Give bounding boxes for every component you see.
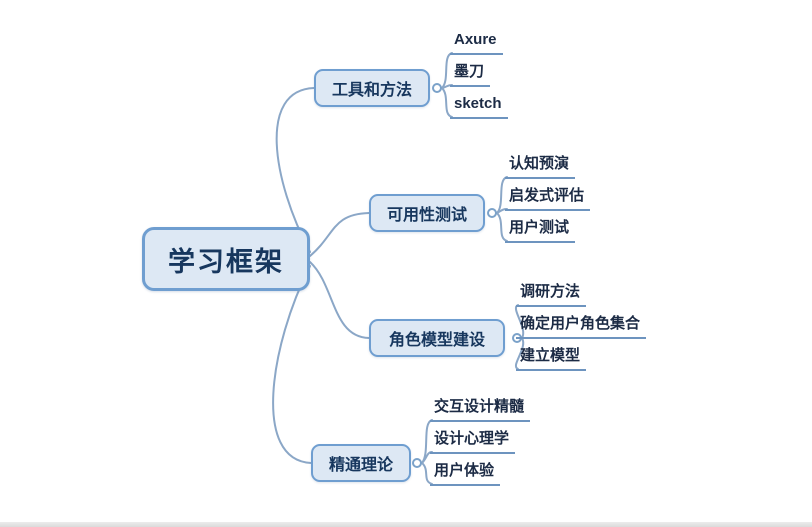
- leaf-node[interactable]: 建立模型: [516, 347, 587, 371]
- branch-node-tools[interactable]: 工具和方法: [314, 69, 430, 107]
- leaf-node[interactable]: 认知预演: [505, 155, 576, 179]
- branch-node-label: 工具和方法: [331, 82, 412, 99]
- bottom-divider: [0, 522, 812, 527]
- collapse-toggle[interactable]: [487, 208, 497, 218]
- leaf-node[interactable]: sketch: [450, 95, 508, 119]
- branch-node-theory[interactable]: 精通理论: [311, 444, 411, 482]
- leaf-node[interactable]: Axure: [450, 31, 503, 55]
- leaf-node[interactable]: 用户测试: [505, 219, 576, 243]
- branch-node-label: 角色模型建设: [388, 332, 485, 349]
- edge-root-branch2: [309, 261, 370, 339]
- leaf-node[interactable]: 交互设计精髓: [430, 398, 531, 422]
- branch-node-persona-building[interactable]: 角色模型建设: [369, 319, 505, 357]
- leaf-node[interactable]: 确定用户角色集合: [516, 315, 647, 339]
- leaf-node[interactable]: 调研方法: [516, 283, 587, 307]
- leaf-node[interactable]: 设计心理学: [430, 430, 516, 454]
- branch-node-usability-testing[interactable]: 可用性测试: [369, 194, 485, 232]
- leaf-node[interactable]: 用户体验: [430, 462, 501, 486]
- collapse-toggle[interactable]: [432, 83, 442, 93]
- root-node-label: 学习框架: [168, 246, 284, 277]
- edge-root-branch1: [309, 212, 370, 257]
- branch-node-label: 可用性测试: [386, 207, 467, 224]
- root-node[interactable]: 学习框架: [142, 227, 310, 291]
- branch-node-label: 精通理论: [328, 457, 393, 474]
- collapse-toggle[interactable]: [412, 458, 422, 468]
- leaf-node[interactable]: 启发式评估: [505, 187, 591, 211]
- edge-root-branch3: [272, 265, 312, 464]
- leaf-node[interactable]: 墨刀: [450, 63, 491, 87]
